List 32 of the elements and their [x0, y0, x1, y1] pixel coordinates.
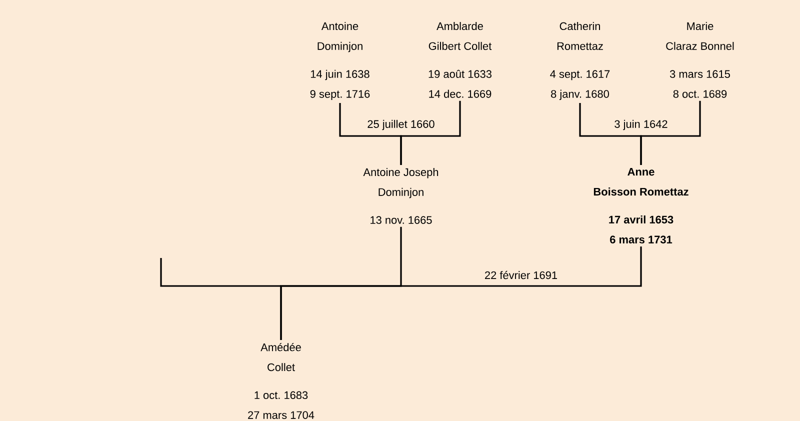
surname: Dominjon — [318, 42, 362, 52]
surname: Claraz Bonnel — [666, 42, 734, 50]
connector-line — [280, 246, 642, 340]
given-name: Antoine Joseph — [363, 168, 438, 178]
birth-date: 17 avril 1653 — [609, 215, 674, 224]
given-name: Antoine — [321, 22, 358, 30]
given-name: Anne — [628, 168, 654, 176]
death-date: 8 oct. 1689 — [673, 90, 727, 98]
connector-line — [640, 100, 701, 165]
given-name: Catherin — [560, 22, 600, 30]
connector-line — [400, 100, 461, 165]
birth-date: 4 sept. 1617 — [550, 70, 610, 80]
edge-label: 3 juin 1642 — [613, 118, 669, 132]
surname: Boisson Romettaz — [594, 188, 688, 196]
death-date: 27 mars 1704 — [248, 411, 314, 419]
death-date: 9 sept. 1716 — [310, 90, 370, 100]
surname: Collet — [268, 363, 295, 372]
given-name: Amédée — [260, 343, 301, 352]
death-date: 8 janv. 1680 — [551, 90, 609, 100]
birth-date: 14 juin 1638 — [310, 70, 370, 80]
birth-date: 1 oct. 1683 — [254, 391, 308, 400]
death-date: 14 dec. 1669 — [429, 90, 492, 98]
surname: Gilbert Collet — [428, 42, 492, 50]
birth-date: 19 août 1633 — [428, 70, 492, 78]
given-name: Amblarde — [436, 22, 483, 30]
birth-date: 13 nov. 1665 — [370, 216, 432, 224]
death-date: 6 mars 1731 — [610, 236, 672, 244]
given-name: Marie — [687, 22, 714, 30]
edge-label: 25 juillet 1660 — [366, 118, 436, 132]
surname: Romettaz — [557, 42, 603, 50]
birth-date: 3 mars 1615 — [670, 70, 730, 78]
surname: Dominjon — [378, 188, 424, 198]
